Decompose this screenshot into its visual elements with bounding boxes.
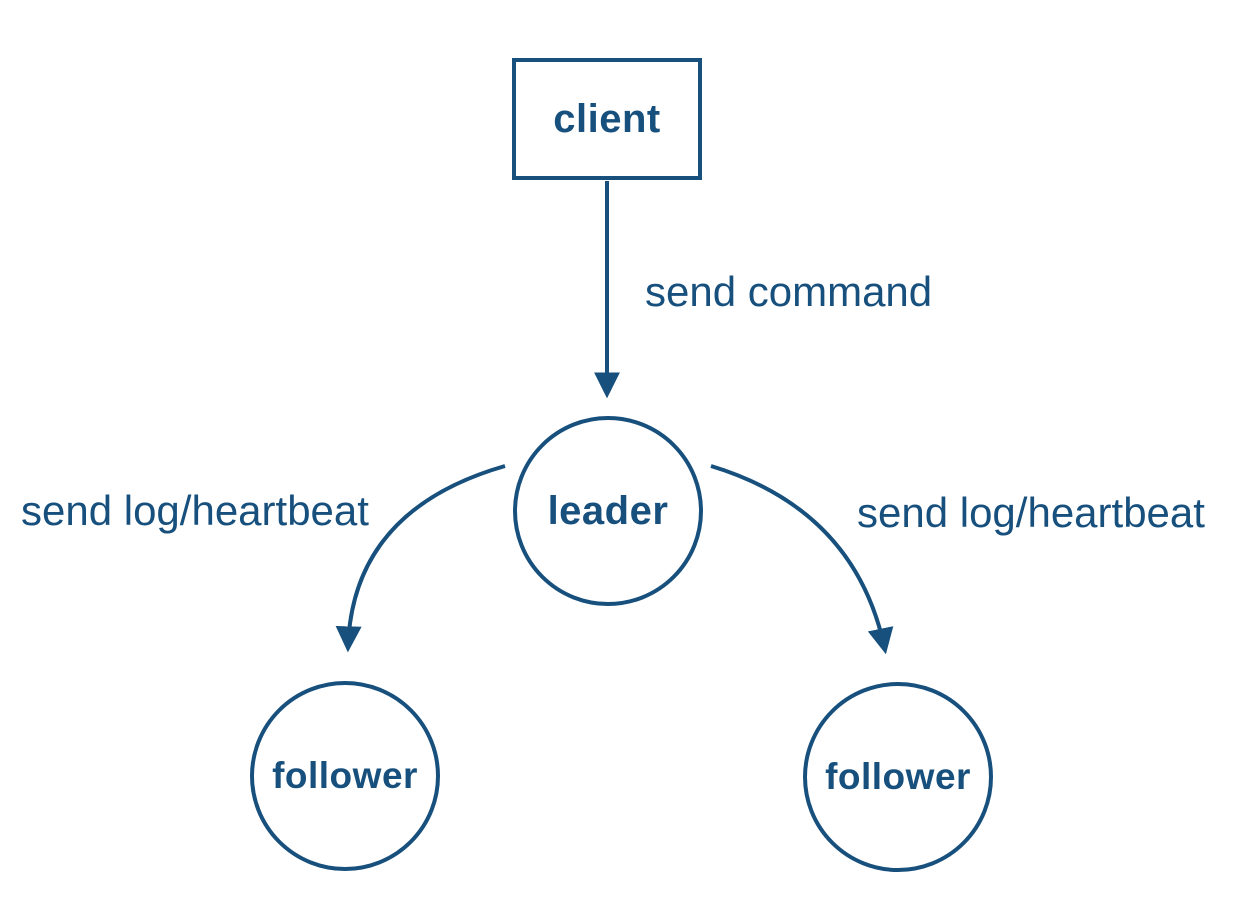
follower-right-node: follower [803, 682, 993, 872]
client-node-label: client [553, 96, 661, 141]
follower-right-node-label: follower [825, 756, 971, 797]
edge-label-send-log-heartbeat-left: send log/heartbeat [21, 487, 369, 534]
arrow-leader-to-follower-left [335, 464, 506, 653]
follower-left-node-label: follower [272, 755, 418, 796]
leader-node: leader [513, 416, 703, 606]
follower-left-node: follower [250, 681, 440, 871]
client-node: client [512, 58, 702, 180]
leader-node-label: leader [547, 488, 669, 533]
edge-label-send-log-heartbeat-right: send log/heartbeat [857, 489, 1205, 536]
edge-label-send-command: send command [645, 268, 933, 315]
arrow-leader-to-follower-right [710, 464, 894, 655]
